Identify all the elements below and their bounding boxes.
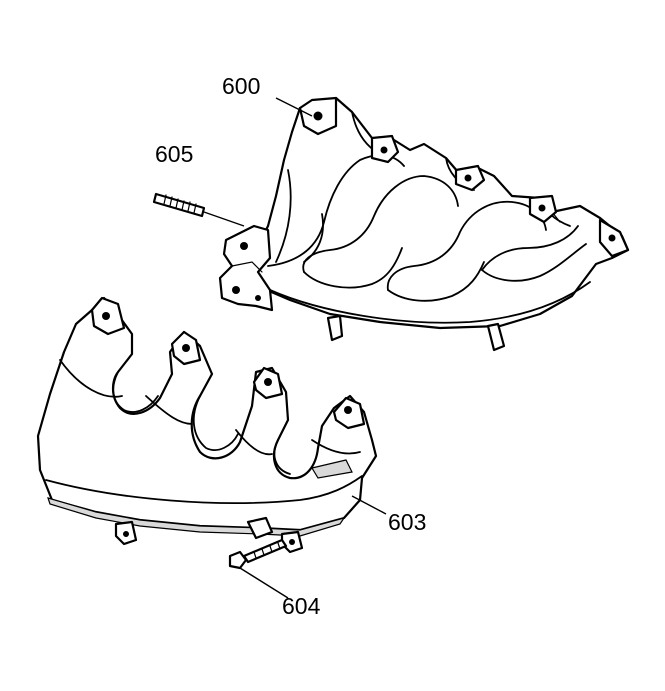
callout-600: 600 bbox=[222, 73, 260, 99]
heat-shield bbox=[36, 296, 378, 554]
leader-line-603 bbox=[351, 495, 387, 515]
leader-line-600 bbox=[275, 97, 313, 117]
callout-605: 605 bbox=[155, 141, 193, 167]
callout-604: 604 bbox=[282, 593, 321, 619]
exhaust-manifold bbox=[218, 96, 630, 352]
bolt bbox=[228, 538, 289, 599]
stud bbox=[152, 192, 245, 227]
callout-603: 603 bbox=[388, 509, 426, 535]
